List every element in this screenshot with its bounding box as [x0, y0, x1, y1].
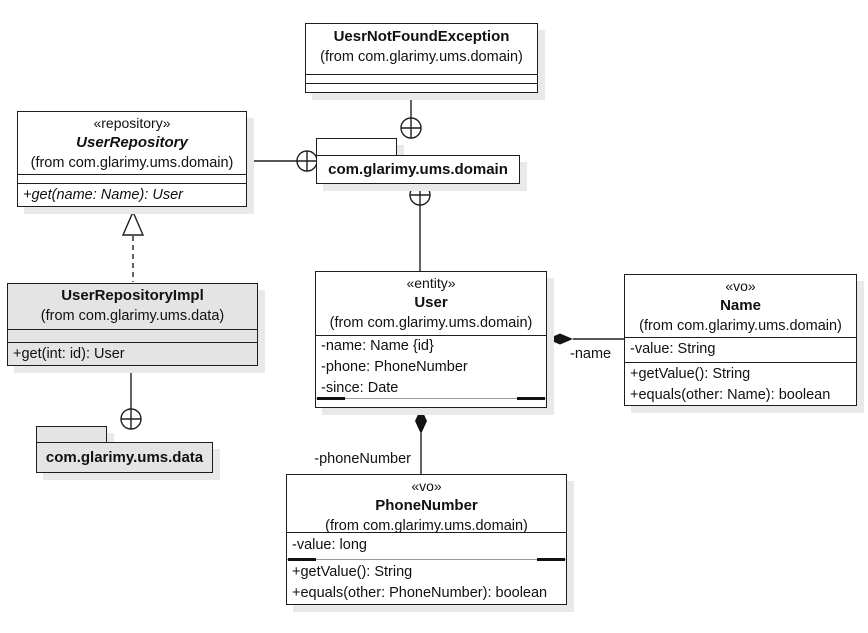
operations-compartment: +getValue(): String +equals(other: Phone… [287, 558, 566, 604]
attributes-compartment [8, 329, 257, 342]
class-title: «repository» UserRepository (from com.gl… [18, 112, 246, 174]
package-domain[interactable]: com.glarimy.ums.domain [316, 155, 520, 184]
package-data-tab[interactable] [36, 426, 107, 443]
attribute: -value: String [630, 340, 716, 357]
class-stereotype: «entity» [406, 275, 456, 291]
composition-role-label-name: -name [570, 346, 612, 362]
class-name: Name [720, 297, 761, 314]
operations-compartment [316, 397, 546, 407]
class-userrepositoryimpl[interactable]: UserRepositoryImpl (from com.glarimy.ums… [7, 283, 258, 366]
operations-compartment: +getValue(): String +equals(other: Name)… [625, 361, 856, 405]
operations-compartment [306, 83, 537, 92]
operation: +getValue(): String [292, 564, 413, 580]
class-from: (from com.glarimy.ums.domain) [639, 318, 842, 334]
attribute: -name: Name {id} [321, 338, 434, 354]
package-name: com.glarimy.ums.domain [328, 161, 508, 178]
class-from: (from com.glarimy.ums.domain) [329, 315, 533, 331]
class-user[interactable]: «entity» User (from com.glarimy.ums.doma… [315, 271, 547, 408]
class-name: UesrNotFoundException [333, 28, 510, 45]
class-name: UserRepositoryImpl [61, 287, 204, 304]
attributes-compartment [306, 74, 537, 83]
attributes-compartment: -value: long [287, 532, 566, 559]
operation: +equals(other: PhoneNumber): boolean [292, 585, 548, 601]
package-data[interactable]: com.glarimy.ums.data [36, 442, 213, 473]
package-domain-tab[interactable] [316, 138, 397, 156]
class-name-vo[interactable]: «vo» Name (from com.glarimy.ums.domain) … [624, 274, 857, 406]
class-uesrnotfoundexception[interactable]: UesrNotFoundException (from com.glarimy.… [305, 23, 538, 93]
operation: +get(name: Name): User [23, 187, 183, 204]
class-name: PhoneNumber [375, 497, 478, 514]
operation: +getValue(): String [630, 365, 751, 382]
class-phonenumber[interactable]: «vo» PhoneNumber (from com.glarimy.ums.d… [286, 474, 567, 605]
class-stereotype: «repository» [93, 115, 171, 131]
operation: +equals(other: Name): boolean [630, 386, 831, 403]
containment-icon [296, 150, 318, 172]
package-name: com.glarimy.ums.data [45, 449, 204, 466]
class-from: (from com.glarimy.ums.domain) [325, 518, 528, 533]
class-from: (from com.glarimy.ums.domain) [320, 49, 523, 65]
operations-compartment: +get(int: id): User [8, 342, 257, 365]
class-stereotype: «vo» [411, 478, 442, 494]
attributes-compartment: -name: Name {id} -phone: PhoneNumber -si… [316, 335, 546, 398]
class-name: UserRepository [76, 134, 188, 151]
class-title: «vo» PhoneNumber (from com.glarimy.ums.d… [287, 475, 566, 532]
class-from: (from com.glarimy.ums.domain) [30, 155, 234, 171]
attribute: -since: Date [321, 380, 399, 396]
containment-icon [400, 117, 422, 139]
composition-role-label-phonenumber: -phoneNumber [314, 451, 411, 467]
containment-icon [120, 408, 142, 430]
generalization-arrowhead-icon [121, 210, 145, 236]
class-userrepository[interactable]: «repository» UserRepository (from com.gl… [17, 111, 247, 207]
operation: +get(int: id): User [13, 346, 125, 363]
operations-compartment: +get(name: Name): User [18, 183, 246, 206]
attributes-compartment: -value: String [625, 336, 856, 362]
composition-diamond-icon [415, 408, 427, 434]
class-title: UserRepositoryImpl (from com.glarimy.ums… [8, 284, 257, 329]
attributes-compartment [18, 173, 246, 184]
containment-icon [409, 184, 431, 206]
composition-diamond-icon [547, 333, 573, 345]
class-title: «vo» Name (from com.glarimy.ums.domain) [625, 275, 856, 337]
class-stereotype: «vo» [725, 278, 756, 294]
class-title: «entity» User (from com.glarimy.ums.doma… [316, 272, 546, 335]
class-name: User [414, 294, 448, 311]
attribute: -value: long [292, 537, 367, 554]
class-from: (from com.glarimy.ums.data) [40, 308, 225, 324]
class-title: UesrNotFoundException (from com.glarimy.… [306, 24, 537, 74]
attribute: -phone: PhoneNumber [321, 359, 468, 375]
